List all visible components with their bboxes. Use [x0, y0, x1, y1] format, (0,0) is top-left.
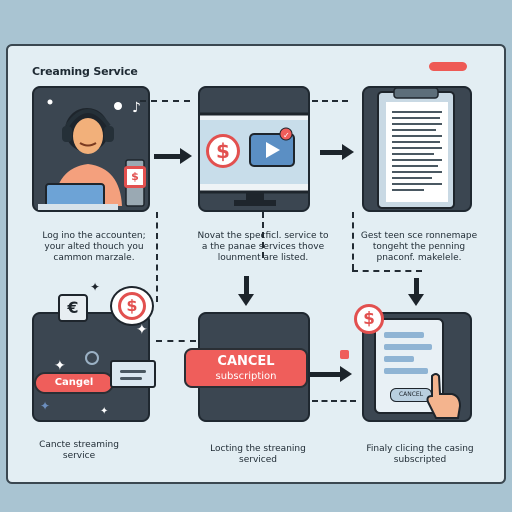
step-panel-document: [362, 86, 472, 212]
arrow-right-icon: [340, 366, 352, 382]
arrow-down-icon: [408, 294, 424, 306]
caption-line: serviced: [239, 455, 277, 465]
currency-card-icon: €: [58, 294, 88, 322]
svg-text:✦: ✦: [100, 406, 108, 417]
pointing-hand-icon: [426, 373, 462, 419]
caption-line: subscripted: [393, 455, 447, 465]
step-caption-6: Finaly clicing the casing subscripted: [350, 444, 490, 466]
cancel-subscription-button[interactable]: CANCEL subscription: [184, 348, 308, 388]
red-status-pill: [429, 62, 467, 71]
caption-line: pnaconf. makelele.: [376, 253, 462, 263]
step-caption-1: Log ino the accounten; your alted thouch…: [26, 231, 162, 264]
step-panel-navigate: ✓: [198, 86, 310, 212]
phone-screen-illustration: CANCEL: [374, 318, 444, 414]
step-panel-login: ♪: [32, 86, 150, 212]
screen-line: [384, 332, 424, 338]
step-caption-4: Cancte streaming service: [24, 440, 134, 462]
page-title: Creaming Service: [32, 65, 138, 78]
list-line: [120, 377, 142, 380]
dollar-coin-icon: $: [206, 134, 240, 168]
caption-line: Locting the streaning: [210, 444, 306, 454]
arrow-right-icon: [342, 144, 354, 160]
arrow-right-icon: [180, 148, 192, 164]
arrow-down-icon: [238, 294, 254, 306]
dashed-connector: [156, 340, 196, 342]
cancel-label: CANCEL: [217, 354, 275, 369]
step-caption-3: Gest teen sce ronnemape tongeht the penn…: [344, 231, 494, 264]
screen-line: [384, 368, 428, 374]
arrow-shaft: [320, 150, 344, 155]
dashed-connector: [262, 212, 264, 258]
screen-line: [384, 344, 432, 350]
arrow-shaft: [244, 276, 249, 296]
caption-line: cammon marzale.: [53, 253, 135, 263]
screen-line: [384, 356, 414, 362]
svg-text:♪: ♪: [132, 100, 141, 116]
dashed-connector: [352, 270, 422, 272]
sparkles-decoration: ✦ ✦ ✦: [40, 351, 108, 417]
star-icon: ✦: [136, 322, 148, 338]
arrow-shaft: [414, 278, 419, 296]
arrow-shaft: [154, 154, 182, 159]
person-with-headset-illustration: ♪: [38, 99, 145, 210]
svg-text:✦: ✦: [54, 358, 66, 374]
dollar-badge-small: $: [124, 166, 146, 188]
dashed-connector: [352, 212, 354, 270]
caption-line: Cancte streaming: [39, 440, 119, 450]
caption-line: tongeht the penning: [372, 242, 466, 252]
caption-line: Finaly clicing the casing: [366, 444, 474, 454]
svg-text:✦: ✦: [40, 399, 50, 413]
dashed-connector: [156, 212, 158, 302]
clipboard-document-illustration: [377, 88, 455, 209]
cangel-button[interactable]: Cangel: [34, 372, 114, 394]
caption-line: lounment are listed.: [217, 253, 309, 263]
step-caption-5: Locting the streaning serviced: [196, 444, 320, 466]
monitor-illustration: ✓: [200, 112, 308, 206]
arrow-shaft: [310, 372, 342, 377]
dollar-coin-icon: $: [118, 292, 146, 320]
subscription-label: subscription: [215, 371, 277, 382]
caption-line: service: [62, 451, 96, 461]
svg-text:✓: ✓: [283, 131, 290, 140]
dashed-connector: [312, 400, 356, 402]
star-icon: ✦: [90, 280, 101, 294]
caption-line: Log ino the accounten;: [42, 231, 146, 241]
list-window-icon: [110, 360, 156, 388]
dashed-connector: [312, 100, 348, 102]
list-line: [120, 370, 146, 373]
caption-line: Gest teen sce ronnemape: [360, 231, 478, 241]
dollar-coin-icon: $: [354, 304, 384, 334]
caption-line: your alted thouch you: [44, 242, 144, 252]
small-check-badge: [340, 350, 349, 359]
dashed-connector: [140, 100, 190, 102]
